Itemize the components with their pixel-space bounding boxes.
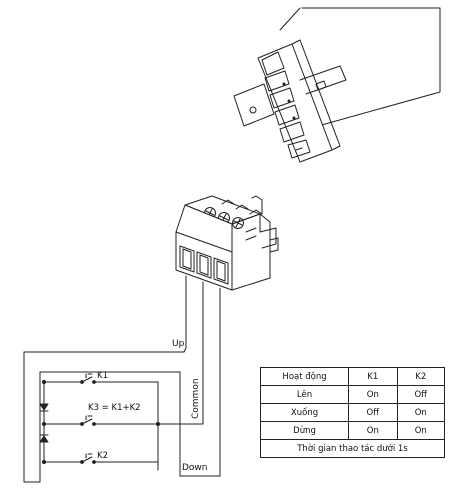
switch-circuit: [39, 371, 181, 483]
table-cell: Off: [348, 403, 398, 422]
table-cell: Xuống: [259, 403, 350, 422]
table-cell: Dừng: [259, 421, 350, 440]
table-header-row: Hoạt động K1 K2: [259, 367, 446, 386]
table-header-cell: K2: [396, 367, 446, 386]
table-cell: On: [396, 421, 446, 440]
table-cell: Off: [396, 385, 446, 404]
table-cell: Lên: [259, 385, 350, 404]
table-cell: On: [396, 403, 446, 422]
table-cell: On: [348, 421, 398, 440]
table-footer-note: Thời gian thao tác dưới 1s: [260, 439, 445, 458]
terminal-block: [175, 195, 279, 291]
table-row: Lên On Off: [259, 385, 446, 404]
table-header-cell: K1: [348, 367, 398, 386]
wire-label-up: Up: [172, 339, 185, 349]
wire-label-down: Down: [182, 463, 208, 473]
wire-label-common: Common: [191, 378, 201, 419]
table-footer-row: Thời gian thao tác dưới 1s: [260, 439, 445, 458]
motor-illustration: [233, 7, 441, 163]
switch-label-k3: K3 = K1+K2: [88, 403, 141, 413]
table-row: Dừng On On: [259, 421, 446, 440]
table-cell: On: [348, 385, 398, 404]
wires: [23, 275, 221, 483]
switch-label-k2: K2: [97, 451, 108, 461]
table-row: Xuống Off On: [259, 403, 446, 422]
operation-table: Hoạt động K1 K2 Lên On Off Xuống Off On …: [259, 367, 446, 458]
switch-label-k1: K1: [97, 371, 108, 381]
table-header-cell: Hoạt động: [259, 367, 350, 386]
